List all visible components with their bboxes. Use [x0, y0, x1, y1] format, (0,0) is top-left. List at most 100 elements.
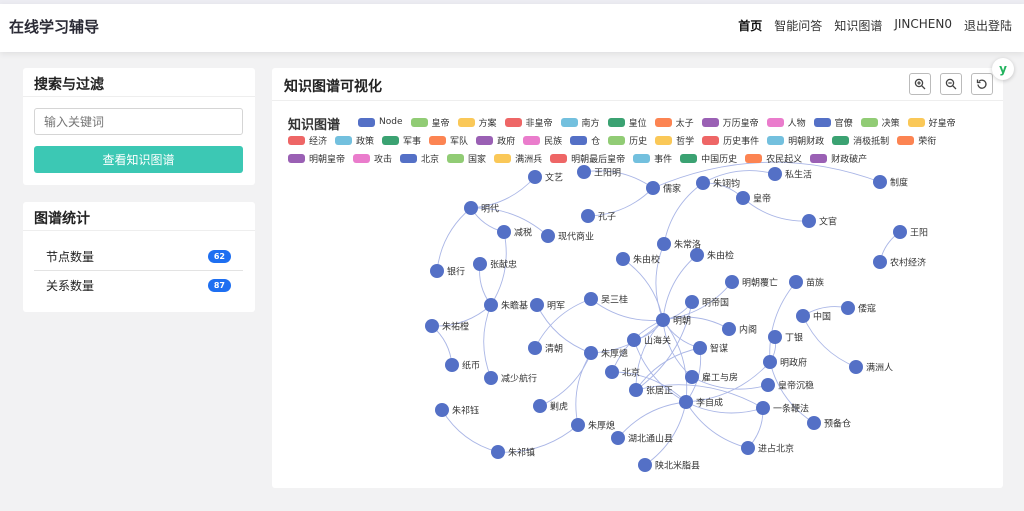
graph-node[interactable]: [802, 214, 816, 228]
graph-node[interactable]: [611, 431, 625, 445]
legend-item[interactable]: 荣衔: [897, 133, 936, 147]
legend-item[interactable]: 哲学: [655, 133, 694, 147]
graph-node[interactable]: [736, 191, 750, 205]
legend-item[interactable]: 好皇帝: [907, 115, 956, 129]
legend-item[interactable]: 皇位: [607, 115, 647, 129]
graph-node[interactable]: [491, 445, 505, 459]
legend-item[interactable]: 财政破产: [810, 151, 867, 165]
nav-qa[interactable]: 智能问答: [774, 19, 823, 33]
legend-item[interactable]: 政策: [335, 133, 374, 147]
legend-item[interactable]: 明朝财政: [767, 133, 824, 147]
legend-item[interactable]: 民族: [523, 133, 562, 147]
graph-node[interactable]: [584, 346, 598, 360]
graph-node[interactable]: [789, 275, 803, 289]
graph-node[interactable]: [605, 365, 619, 379]
legend-item[interactable]: 非皇帝: [504, 115, 553, 129]
graph-node[interactable]: [497, 225, 511, 239]
legend-item[interactable]: 消极抵制: [832, 133, 889, 147]
graph-node[interactable]: [756, 401, 770, 415]
knowledge-graph-canvas[interactable]: 文艺王阳明儒家朱翊钧私生活皇帝文官明代减税现代商业孔子朱常洛朱由校朱由检银行张献…: [272, 101, 1003, 511]
graph-node[interactable]: [761, 378, 775, 392]
graph-node[interactable]: [685, 295, 699, 309]
graph-node[interactable]: [616, 252, 630, 266]
legend-item[interactable]: 仓: [570, 133, 600, 147]
legend-item[interactable]: 太子: [654, 115, 694, 129]
legend-item[interactable]: 中国历史: [680, 151, 737, 165]
graph-node[interactable]: [464, 201, 478, 215]
legend-item[interactable]: 军队: [429, 133, 468, 147]
legend-item[interactable]: 人物: [766, 115, 806, 129]
legend-item[interactable]: 北京: [400, 151, 439, 165]
graph-node[interactable]: [873, 255, 887, 269]
legend-item[interactable]: 皇帝: [410, 115, 450, 129]
brand-title[interactable]: 在线学习辅导: [9, 18, 100, 36]
keyword-input[interactable]: [34, 108, 243, 135]
graph-node[interactable]: [484, 298, 498, 312]
graph-node[interactable]: [685, 370, 699, 384]
legend-item[interactable]: 政府: [476, 133, 515, 147]
legend-item[interactable]: 军事: [382, 133, 421, 147]
graph-node[interactable]: [445, 358, 459, 372]
graph-node[interactable]: [528, 341, 542, 355]
graph-node[interactable]: [627, 333, 641, 347]
zoom-out-button[interactable]: [940, 73, 962, 95]
assistant-floating-button[interactable]: y: [992, 58, 1014, 80]
graph-node[interactable]: [473, 257, 487, 271]
graph-node[interactable]: [768, 167, 782, 181]
graph-node[interactable]: [484, 371, 498, 385]
graph-node[interactable]: [656, 313, 670, 327]
graph-node[interactable]: [584, 292, 598, 306]
legend-item[interactable]: 攻击: [353, 151, 392, 165]
graph-node[interactable]: [693, 341, 707, 355]
nav-home[interactable]: 首页: [738, 19, 763, 33]
legend-item[interactable]: Node: [358, 115, 403, 129]
graph-node[interactable]: [849, 360, 863, 374]
graph-node[interactable]: [581, 209, 595, 223]
nav-logout[interactable]: 退出登陆: [963, 19, 1012, 33]
graph-node[interactable]: [807, 416, 821, 430]
reset-button[interactable]: [971, 73, 993, 95]
graph-node[interactable]: [541, 229, 555, 243]
graph-node[interactable]: [893, 225, 907, 239]
legend-item[interactable]: 国家: [447, 151, 486, 165]
legend-item[interactable]: 明朝皇帝: [288, 151, 345, 165]
legend-item[interactable]: 经济: [288, 133, 327, 147]
graph-node[interactable]: [638, 458, 652, 472]
view-graph-button[interactable]: 查看知识图谱: [34, 146, 243, 173]
graph-node[interactable]: [841, 301, 855, 315]
graph-node[interactable]: [679, 395, 693, 409]
graph-node[interactable]: [533, 399, 547, 413]
nav-user[interactable]: JINCHEN0: [894, 17, 952, 31]
legend-item[interactable]: 方案: [457, 115, 497, 129]
legend-item[interactable]: 官僚: [813, 115, 853, 129]
graph-node[interactable]: [629, 383, 643, 397]
graph-node[interactable]: [696, 176, 710, 190]
legend-item[interactable]: 农民起义: [745, 151, 802, 165]
graph-node[interactable]: [690, 248, 704, 262]
graph-node[interactable]: [528, 170, 542, 184]
graph-node[interactable]: [722, 322, 736, 336]
legend-item[interactable]: 万历皇帝: [701, 115, 759, 129]
legend-item[interactable]: 决策: [860, 115, 900, 129]
legend-item[interactable]: 历史事件: [702, 133, 759, 147]
legend-item[interactable]: 历史: [608, 133, 647, 147]
graph-node[interactable]: [435, 403, 449, 417]
legend-item[interactable]: 事件: [633, 151, 672, 165]
graph-node[interactable]: [430, 264, 444, 278]
graph-node[interactable]: [577, 165, 591, 179]
graph-node[interactable]: [763, 355, 777, 369]
graph-node[interactable]: [646, 181, 660, 195]
legend-item[interactable]: 明朝最后皇帝: [550, 151, 625, 165]
legend-item[interactable]: 满洲兵: [494, 151, 542, 165]
graph-node[interactable]: [796, 309, 810, 323]
graph-node[interactable]: [725, 275, 739, 289]
graph-node[interactable]: [530, 298, 544, 312]
graph-node[interactable]: [768, 330, 782, 344]
graph-node[interactable]: [657, 237, 671, 251]
graph-node[interactable]: [425, 319, 439, 333]
graph-node[interactable]: [873, 175, 887, 189]
nav-graph[interactable]: 知识图谱: [834, 19, 883, 33]
zoom-in-button[interactable]: [909, 73, 931, 95]
graph-node[interactable]: [571, 418, 585, 432]
graph-node[interactable]: [741, 441, 755, 455]
